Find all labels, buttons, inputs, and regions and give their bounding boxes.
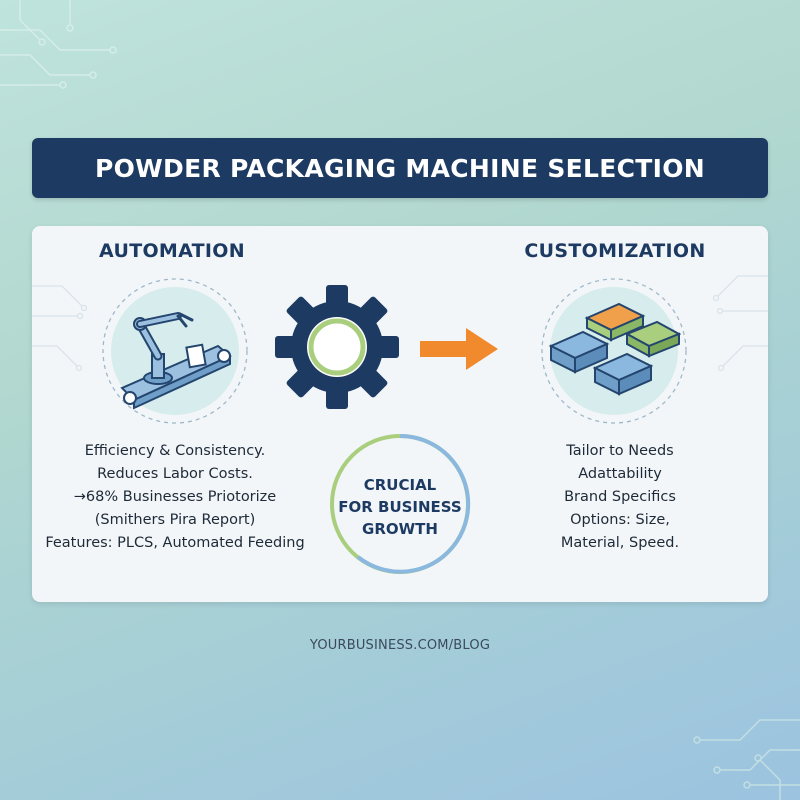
customization-line: Adattability: [578, 466, 662, 482]
growth-badge-ring: [330, 433, 471, 574]
badge-line: CRUCIAL: [363, 476, 437, 494]
customization-line: Tailor to Needs: [566, 443, 674, 459]
automation-description: Efficiency & Consistency. Reduces Labor …: [40, 440, 310, 555]
page-title: POWDER PACKAGING MACHINE SELECTION: [94, 153, 706, 183]
card-circuit-right: [712, 275, 768, 372]
automation-line: Features: PLCS, Automated Feeding: [45, 535, 305, 551]
circuit-decoration-bottom-right: [693, 719, 800, 800]
customization-description: Tailor to Needs Adattability Brand Speci…: [500, 440, 740, 555]
puzzle-blocks-icon: [541, 278, 687, 424]
card-circuit-left: [32, 285, 88, 372]
arrow-right-icon: [420, 328, 498, 370]
automation-line: (Smithers Pira Report): [94, 512, 256, 528]
customization-line: Options: Size,: [570, 512, 670, 528]
automation-heading: AUTOMATION: [99, 240, 245, 262]
footer-url: YOURBUSINESS.COM/BLOG: [309, 638, 491, 653]
customization-line: Brand Specifics: [564, 489, 676, 505]
automation-line: Reduces Labor Costs.: [97, 466, 253, 482]
automation-line: Efficiency & Consistency.: [84, 443, 266, 459]
growth-badge-text: CRUCIAL FOR BUSINESS GROWTH: [320, 474, 480, 540]
gear-icon: [275, 285, 399, 409]
title-banner: POWDER PACKAGING MACHINE SELECTION: [32, 138, 768, 198]
badge-line: FOR BUSINESS: [338, 498, 462, 516]
circuit-decoration-top-left: [0, 0, 117, 89]
robot-arm-conveyor-icon: [102, 278, 248, 424]
customization-heading: CUSTOMIZATION: [524, 240, 706, 262]
badge-line: GROWTH: [362, 520, 438, 538]
customization-line: Material, Speed.: [560, 535, 680, 551]
automation-line: →68% Businesses Priotorize: [73, 489, 277, 505]
